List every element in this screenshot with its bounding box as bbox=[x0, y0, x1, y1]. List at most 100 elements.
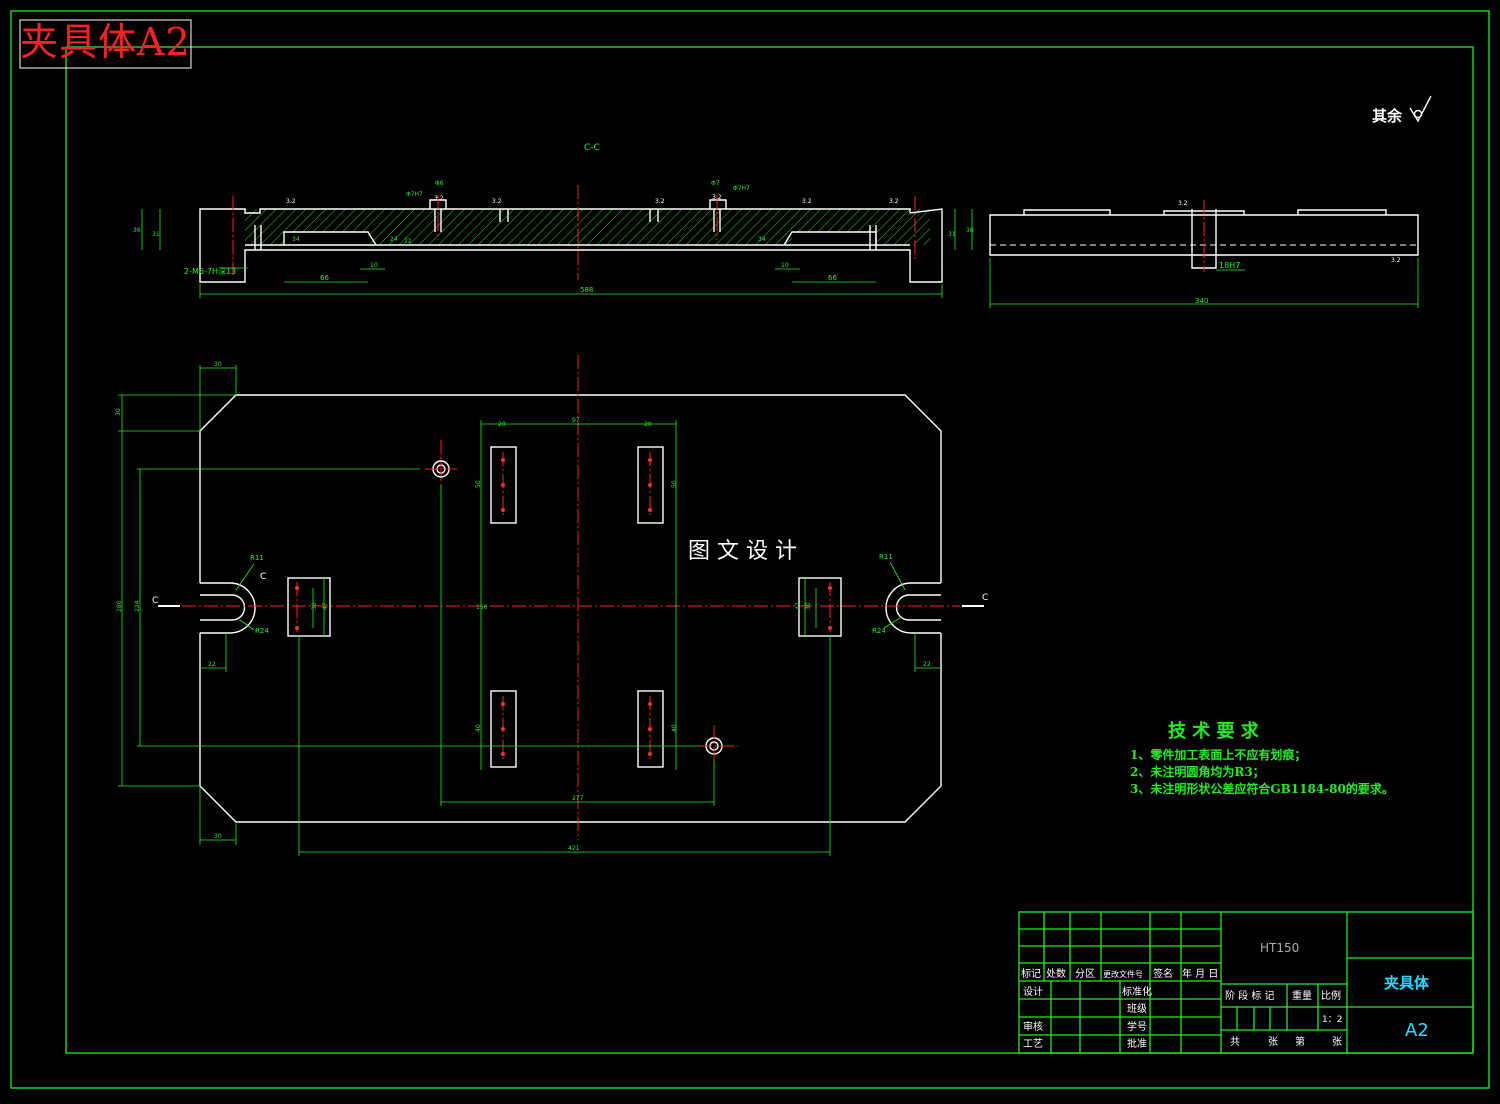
height-d-text: 36 bbox=[966, 227, 974, 234]
hole-callout-text: 2-M6-7H深13 bbox=[184, 267, 236, 276]
radius-left-bot-text: R24 bbox=[255, 627, 269, 635]
small-c-text: 24 bbox=[390, 236, 398, 243]
header-change-doc: 更改文件号 bbox=[1103, 969, 1143, 979]
pin-hole-b bbox=[713, 209, 721, 232]
bolt-hole-a bbox=[499, 209, 509, 222]
side-outline bbox=[989, 214, 1419, 256]
side-block-left bbox=[1023, 209, 1111, 215]
small-b-text: 22 bbox=[404, 238, 412, 245]
row-review: 审核 bbox=[1023, 1020, 1043, 1033]
u-slot-right-outer bbox=[885, 582, 941, 634]
slot-span-text: 421 bbox=[568, 845, 580, 852]
pin-hole-a bbox=[434, 209, 442, 232]
rough-6: 3.2 bbox=[802, 198, 812, 205]
radius-right-top-text: R11 bbox=[879, 553, 893, 561]
height-a-text: 36 bbox=[133, 227, 141, 234]
section-outline bbox=[199, 208, 943, 283]
height-c-text: 31 bbox=[948, 231, 956, 238]
side-slot-fit-text: 18H7 bbox=[1219, 261, 1240, 270]
tech-requirements: 技 术 要 求 1、零件加工表面上不应有划痕； 2、未注明圆角均为R3； 3、未… bbox=[1130, 720, 1394, 796]
part-name-text: 夹具体 bbox=[1384, 974, 1430, 992]
locating-hole-bottom bbox=[698, 725, 738, 760]
u-slot-left-inner bbox=[200, 594, 246, 621]
sheet-unit-b: 张 bbox=[1332, 1036, 1342, 1048]
side-rough-bottom: 3.2 bbox=[1391, 257, 1401, 264]
block-height-a-text: 50 bbox=[475, 480, 482, 488]
stage-mark: 阶 段 标 记 bbox=[1225, 989, 1275, 1002]
side-block-c-text: 47 bbox=[795, 602, 802, 610]
block-width-b-text: 20 bbox=[644, 421, 652, 428]
rough-7: 3.2 bbox=[889, 198, 899, 205]
block-side-left bbox=[287, 577, 331, 637]
hole-span-v-text: 224 bbox=[134, 600, 141, 612]
stamp-label: 夹具体A2 bbox=[20, 20, 191, 64]
row-standard: 标准化 bbox=[1122, 985, 1152, 998]
block-top-left bbox=[490, 446, 517, 524]
small-a2-text: 34 bbox=[758, 236, 766, 243]
header-date: 年 月 日 bbox=[1182, 967, 1218, 980]
sheet-total-label: 共 bbox=[1230, 1036, 1240, 1048]
overall-height-text: 280 bbox=[116, 600, 123, 612]
section-mark-right: C bbox=[982, 593, 988, 603]
side-view: 340 18H7 3.2 3.2 bbox=[989, 200, 1419, 308]
fit-hole-b-text: Φ7H7 bbox=[733, 185, 750, 192]
scale-text: 1：2 bbox=[1322, 1015, 1342, 1025]
locating-hole-top bbox=[425, 440, 457, 485]
section-view-label: C-C bbox=[584, 143, 600, 153]
rough-3: 3.2 bbox=[492, 198, 502, 205]
header-count: 处数 bbox=[1046, 967, 1066, 980]
tech-req-item-1: 1、零件加工表面上不应有划痕； bbox=[1130, 747, 1306, 762]
gap-right-text: 10 bbox=[781, 262, 789, 269]
tech-req-item-3: 3、未注明形状公差应符合GB1184-80的要求。 bbox=[1130, 781, 1394, 796]
block-top-right bbox=[637, 446, 664, 524]
inner-border bbox=[65, 46, 1474, 1054]
tech-req-item-2: 2、未注明圆角均为R3； bbox=[1130, 764, 1265, 779]
tap-hole-left bbox=[254, 225, 262, 250]
header-signature: 签名 bbox=[1153, 967, 1173, 980]
stage-weight: 重量 bbox=[1292, 989, 1312, 1002]
watermark-text: 图 文 设 计 bbox=[688, 539, 797, 564]
small-a-text: 34 bbox=[292, 236, 300, 243]
section-mark-left: C bbox=[152, 596, 158, 606]
pocket-left-fill bbox=[284, 232, 368, 246]
u-slot-right-inner bbox=[895, 594, 941, 621]
tech-req-title: 技 术 要 求 bbox=[1168, 720, 1260, 742]
gap-left-text: 10 bbox=[370, 262, 378, 269]
rough-5: 3.2 bbox=[712, 194, 722, 201]
header-mark: 标记 bbox=[1021, 968, 1041, 980]
block-bottom-right bbox=[637, 690, 664, 768]
center-dim-text: 156 bbox=[476, 604, 488, 611]
slot-width-right-text: 22 bbox=[923, 661, 931, 668]
material-text: HT150 bbox=[1260, 941, 1299, 955]
row-student-id: 学号 bbox=[1127, 1020, 1147, 1033]
pocket-left-text: 66 bbox=[320, 274, 329, 282]
top-chamfer-text: 30 bbox=[214, 361, 222, 368]
hole-span-h-text: 277 bbox=[572, 795, 584, 802]
header-zone: 分区 bbox=[1075, 968, 1095, 980]
block-height-b-text: 50 bbox=[671, 480, 678, 488]
radius-right-bot-text: R24 bbox=[872, 627, 886, 635]
block-width-a-text: 20 bbox=[498, 421, 506, 428]
row-class: 班级 bbox=[1127, 1003, 1147, 1015]
rough-1: 3.2 bbox=[286, 198, 296, 205]
slot-width-left-text: 22 bbox=[208, 661, 216, 668]
fit-ratio-text: Φ6 bbox=[435, 180, 444, 187]
bolt-hole-b bbox=[649, 209, 659, 222]
roughness-note-label: 其余 bbox=[1372, 107, 1403, 125]
bottom-chamfer-text: 30 bbox=[214, 833, 222, 840]
stamp-box bbox=[19, 19, 192, 69]
pocket-right-text: 66 bbox=[828, 274, 837, 282]
sheet-size-text: A2 bbox=[1405, 1020, 1429, 1041]
stage-scale: 比例 bbox=[1321, 989, 1341, 1002]
block-height-c-text: 40 bbox=[475, 724, 482, 732]
block-height-d-text: 40 bbox=[671, 724, 678, 732]
u-slot-left-outer bbox=[200, 582, 256, 634]
section-hatch bbox=[245, 209, 930, 245]
row-approve: 批准 bbox=[1127, 1037, 1147, 1050]
general-roughness-note: 其余 bbox=[1372, 95, 1432, 125]
block-span-text: 97 bbox=[572, 417, 580, 424]
step-b bbox=[709, 199, 727, 209]
plan-view: 30 30 30 280 224 277 421 97 156 20 20 50… bbox=[115, 355, 988, 856]
side-block-d-text: 30 bbox=[805, 602, 812, 610]
